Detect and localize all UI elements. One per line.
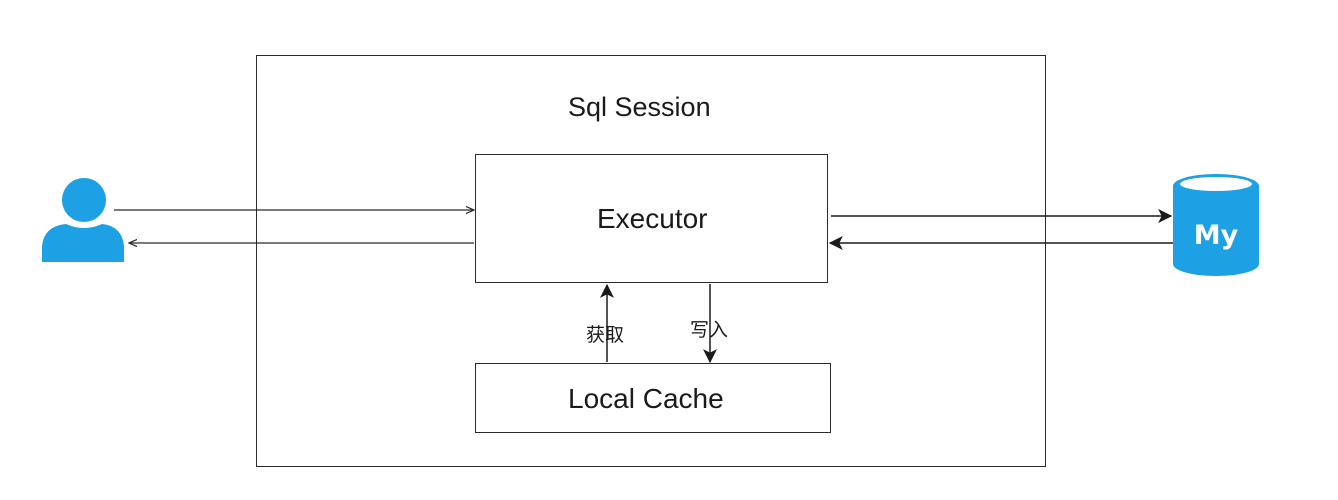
local-cache-box [475, 363, 831, 433]
sql-session-title: Sql Session [568, 92, 711, 122]
write-edge-label: 写入 [690, 319, 729, 341]
database-icon-text: My [1194, 220, 1239, 251]
fetch-edge-label: 获取 [586, 324, 625, 346]
mysql-database-icon: My [1173, 174, 1259, 276]
local-cache-label: Local Cache [568, 383, 724, 414]
user-icon [42, 178, 124, 262]
executor-label: Executor [597, 203, 708, 234]
executor-box [475, 154, 828, 283]
